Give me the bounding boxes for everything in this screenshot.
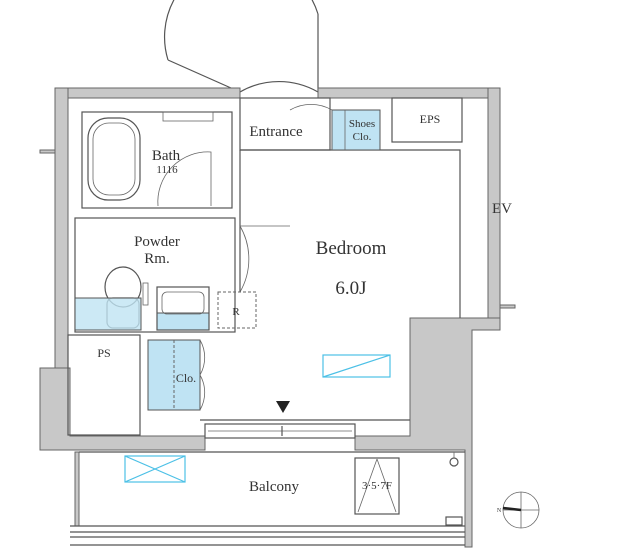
toilet-storage [74,297,142,331]
aircon [322,354,391,378]
evacuation-hatch [354,457,400,515]
entry-arrow-icon [276,401,290,413]
bath-label: Bath [152,148,181,164]
compass-icon [502,491,540,529]
shoes-closet-label: Shoes [349,118,375,130]
front-door [163,0,319,93]
ev-label: EV [492,201,512,217]
shoes-closet-label-2: Clo. [353,131,372,143]
refrigerator-space [217,291,257,329]
washbasin-storage [156,312,210,331]
powder-room-label: Powder [134,234,180,250]
north-label: N [497,508,502,514]
powder-room-label-2: Rm. [144,251,169,267]
refrigerator-label: R [232,306,240,318]
shoes-closet-door [289,104,333,150]
bedroom-size: 6.0J [335,278,366,299]
bath-size: 1116 [156,164,178,176]
bedroom-label: Bedroom [316,238,387,259]
evacuation-hatch-label: 3·5·7F [362,480,392,492]
bathtub [87,111,214,207]
balcony [70,451,465,546]
closet-label: Clo. [176,371,196,385]
closet-doors [199,339,206,411]
partitions [67,97,463,436]
bedroom-door [239,225,290,293]
balcony-label: Balcony [249,479,299,495]
entrance-label: Entrance [249,124,303,140]
washbasin [156,286,210,331]
washbasin-bowl [161,291,205,315]
ps-label: PS [97,346,110,360]
balcony-window [204,423,356,439]
eps-label: EPS [420,112,441,126]
shoes-closet [331,109,381,151]
